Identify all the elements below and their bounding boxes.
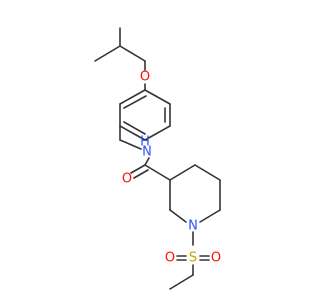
benzene-inner-bond bbox=[123, 95, 147, 109]
ethylsulfonyl-group bbox=[169, 231, 210, 290]
bond-ethyl bbox=[169, 274, 194, 290]
atom-nitrogen-ring: N bbox=[188, 219, 198, 234]
isopropyl-group bbox=[94, 27, 146, 71]
molecule-structure-diagram: O H N O N S O O bbox=[94, 27, 221, 290]
benzene-ring bbox=[119, 89, 171, 141]
piperidine-bond bbox=[199, 209, 221, 223]
benzene-bond bbox=[144, 125, 171, 141]
atom-nitrogen-amide: N bbox=[142, 145, 152, 160]
bond-carbonyl-c3 bbox=[144, 164, 171, 181]
atom-oxygen-carbonyl: O bbox=[122, 172, 132, 187]
amide-linker bbox=[119, 125, 171, 181]
atom-oxygen-sulfonyl-left: O bbox=[165, 251, 175, 266]
bond-carbonyl-double-a bbox=[130, 164, 146, 174]
benzene-inner-bond bbox=[123, 121, 146, 135]
bond-ch2-nitrogen bbox=[119, 139, 142, 150]
piperidine-bond bbox=[169, 164, 196, 181]
piperidine-bond bbox=[194, 164, 221, 181]
bond-methyl-left bbox=[94, 45, 121, 62]
piperidine-bond bbox=[169, 209, 187, 223]
benzene-bond bbox=[119, 125, 146, 141]
bond-nitrogen-carbonyl bbox=[144, 157, 150, 166]
atom-oxygen-sulfonyl-right: O bbox=[211, 251, 221, 266]
atom-oxygen-ether: O bbox=[140, 70, 150, 85]
benzene-bond bbox=[144, 89, 171, 105]
benzene-bond bbox=[119, 89, 146, 105]
bond-carbonyl-double-b bbox=[133, 169, 149, 179]
atom-sulfur: S bbox=[189, 251, 197, 266]
bond-methyl-right bbox=[119, 45, 146, 62]
atom-hydrogen-amide: H bbox=[140, 135, 150, 150]
piperidine-ring bbox=[169, 164, 221, 223]
